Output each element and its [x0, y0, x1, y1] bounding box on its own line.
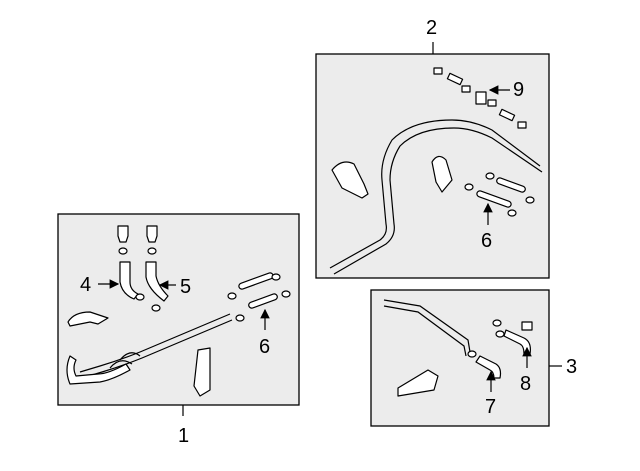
callout-7: 7: [485, 396, 497, 418]
callout-4: 4: [80, 274, 92, 296]
assembly-box-3: [370, 289, 562, 427]
bracket-box3[interactable]: [397, 369, 439, 397]
cooler-line-1[interactable]: [66, 313, 233, 385]
hose-set-right: [227, 272, 291, 322]
bracket-vertical[interactable]: [193, 347, 211, 397]
hose-5[interactable]: [145, 261, 169, 302]
callout-5: 5: [180, 276, 192, 298]
callout-1: 1: [178, 425, 190, 447]
cooler-line-3[interactable]: [383, 299, 471, 357]
callout-9: 9: [513, 79, 525, 101]
callout-6-box2: 6: [481, 230, 493, 252]
hose-set-box2: [464, 172, 535, 217]
fitting-pair-top: [117, 225, 158, 255]
assembly-box-1: [57, 213, 300, 416]
assembly-box-2: [315, 42, 550, 279]
callout-6-box1: 6: [259, 336, 271, 358]
callout-2: 2: [426, 17, 438, 39]
bracket-box2-left[interactable]: [331, 161, 369, 199]
cooler-line-2[interactable]: [329, 119, 543, 275]
callout-3: 3: [566, 356, 578, 378]
bracket-left[interactable]: [67, 311, 109, 327]
callout-8: 8: [520, 373, 532, 395]
connector-set-9: [433, 67, 527, 129]
bracket-box2-mid[interactable]: [431, 155, 453, 193]
